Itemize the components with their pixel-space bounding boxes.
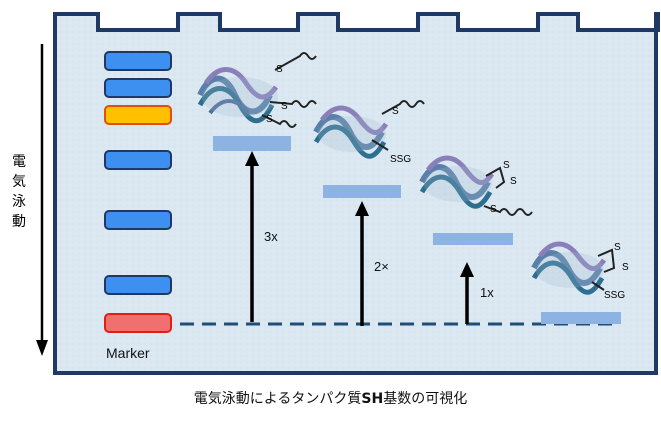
arrow-up-icon [355,201,369,216]
axis-label-1: 電 [12,153,26,169]
protein-2-s-1: S [392,106,399,117]
side-chain-1 [274,52,317,71]
side-chain-6 [485,166,506,189]
protein-1-s-3: S [266,114,273,125]
protein-4-s-2: S [622,262,629,273]
axis-label-3: 泳 [12,193,26,209]
marker-band-3 [104,105,172,125]
marker-band-6 [104,275,172,295]
protein-2-ssg: SSG [390,154,411,165]
side-chain-4 [381,100,425,115]
fold-label-1x: 1x [480,285,494,300]
sample-band-1 [213,136,291,151]
marker-band-7 [104,313,172,333]
side-chain-5 [371,139,389,151]
marker-band-5 [104,210,172,230]
protein-1-s-2: S [281,101,288,112]
side-chain-3 [261,114,297,128]
protein-1-s-1: S [276,64,283,75]
figure-caption: 電気泳動によるタンパク質SH基数の可視化 [0,388,661,408]
protein-3-s-3: S [490,204,497,215]
protein-ribbon-icon [197,67,279,124]
protein-ribbon-icon [313,105,389,159]
fold-label-2x: 2× [374,259,389,274]
fold-label-3x: 3x [264,229,278,244]
caption-after: 基数の可視化 [383,391,468,407]
marker-band-2 [104,78,172,98]
sample-band-4 [541,312,621,324]
arrow-up-icon [245,151,259,166]
side-chain-2 [269,100,317,108]
protein-4-s-1: S [614,242,621,253]
arrow-down-icon [36,340,48,356]
side-chain-8 [597,248,616,273]
protein-ribbon-icon [531,241,607,295]
marker-ladder [104,51,172,333]
axis-label-4: 動 [12,213,26,229]
side-chain-9 [591,281,605,291]
marker-band-4 [104,150,172,170]
protein-ribbon-icon [419,155,495,209]
marker-label: Marker [106,345,150,361]
caption-bold: SH [361,391,384,407]
protein-3-s-1: S [503,160,510,171]
caption-before: 電気泳動によるタンパク質 [193,391,362,407]
sample-band-3 [433,233,513,245]
axis-label-2: 気 [12,173,26,189]
protein-3-s-2: S [510,176,517,187]
protein-4-ssg: SSG [604,290,625,301]
side-chain-7 [483,205,533,216]
arrow-up-icon [460,262,474,277]
sample-band-2 [323,185,401,198]
marker-band-1 [104,51,172,71]
